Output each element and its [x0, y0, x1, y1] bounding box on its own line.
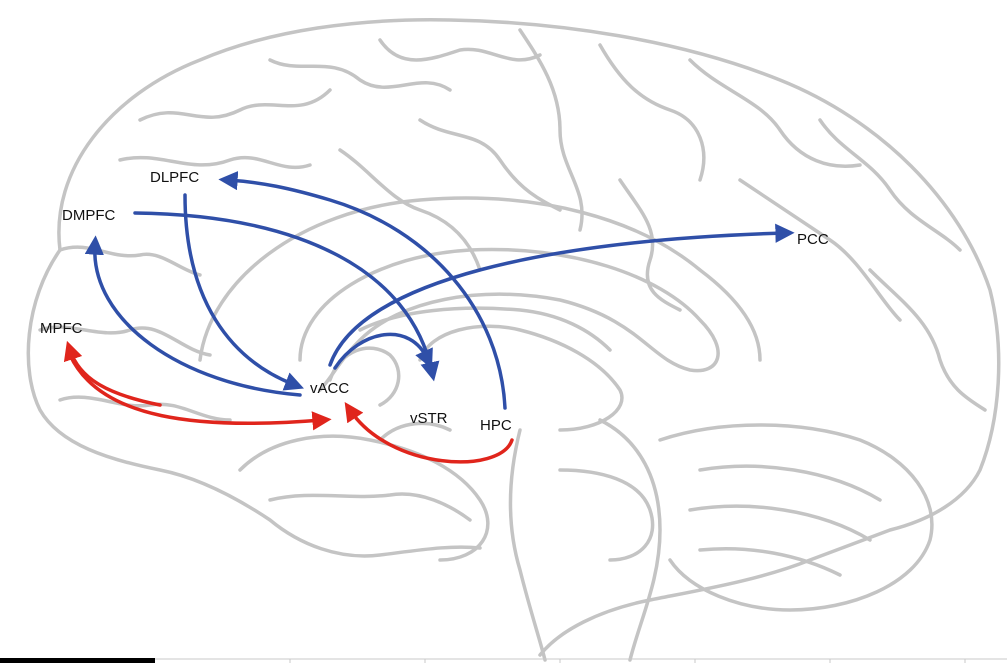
connection-dlpfc-to-vacc [183, 193, 304, 391]
sulcus-line [688, 58, 862, 168]
connection-vacc-to-vstr [333, 332, 433, 370]
blue-connections [84, 170, 795, 410]
sulcus-line [738, 178, 902, 322]
sulcus-line [268, 58, 452, 92]
sulcus-line [268, 492, 472, 522]
brainstem-outline [508, 418, 662, 662]
label-dmpfc: DMPFC [62, 207, 115, 224]
sulcus-line [618, 178, 682, 312]
sulcus-line [418, 118, 562, 212]
cingulate-gyrus-outline [198, 196, 762, 362]
label-pcc: PCC [797, 231, 829, 248]
connection-hpc-to-vacc [344, 401, 514, 464]
connection-dmpfc-to-vstr [133, 211, 440, 382]
cerebrum-outline [26, 18, 1001, 657]
pons-outline [558, 468, 655, 562]
connection-vacc-to-dmpfc [84, 235, 302, 397]
sulcus-line [518, 28, 584, 232]
sulcus-line [338, 148, 482, 272]
label-dlpfc: DLPFC [150, 169, 199, 186]
sulcus-line [378, 38, 542, 62]
sulcus-line [118, 155, 312, 170]
fornix-outline [358, 306, 612, 352]
thalamus-outline [418, 324, 624, 432]
sulcus-line [138, 88, 332, 122]
sulcus-line [38, 325, 212, 357]
connection-mpfc-to-vacc [68, 353, 332, 431]
label-vstr: vSTR [410, 410, 448, 427]
connection-hpc-to-dlpfc [218, 170, 507, 410]
sulcus-line [598, 43, 706, 182]
cerebellum-folia [688, 464, 882, 577]
red-connections [63, 340, 514, 464]
bottom-border-strip [0, 658, 1007, 663]
label-mpfc: MPFC [40, 320, 83, 337]
sulcus-line [58, 395, 232, 422]
cerebellum-outline [658, 423, 934, 612]
sulcus-line [58, 245, 202, 277]
brain-outline [26, 18, 1001, 662]
sulcus-line [868, 268, 987, 412]
label-hpc: HPC [480, 417, 512, 434]
region-labels: DLPFC DMPFC MPFC vACC vSTR HPC PCC [40, 169, 829, 434]
label-vacc: vACC [310, 380, 349, 397]
hypothalamus-outline [378, 421, 452, 442]
connection-vacc-to-mpfc [63, 340, 162, 407]
sulcus-line [818, 118, 962, 252]
connection-vacc-to-pcc [328, 223, 795, 367]
